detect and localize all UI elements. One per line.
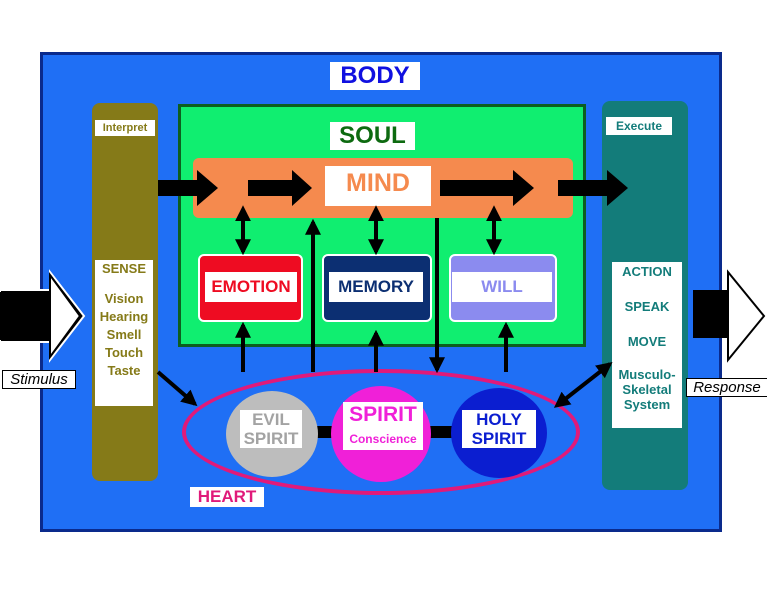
evil-spirit-line: SPIRIT [243, 429, 299, 448]
arrow-sense-mind [158, 170, 218, 206]
arrow-mind-execute [558, 170, 628, 206]
memory-label: MEMORY [329, 272, 423, 302]
emotion-label: EMOTION [205, 272, 297, 302]
holy-spirit-line: HOLY [476, 410, 522, 429]
response-label: Response [686, 378, 767, 397]
heart-label: HEART [190, 487, 264, 507]
action-title: ACTION [622, 264, 672, 279]
interpret-label: Interpret [95, 120, 155, 136]
action-item: System [623, 397, 671, 412]
heart-ellipse [182, 369, 580, 495]
sense-title: SENSE [101, 261, 147, 276]
spirit-label: SPIRIT Conscience [343, 402, 423, 450]
mind-label: MIND [325, 166, 431, 206]
sense-item: Touch [104, 345, 144, 360]
arrow-out-mind [440, 170, 534, 206]
action-item: SPEAK [624, 299, 670, 314]
response-arrow [693, 290, 731, 338]
sense-item: Hearing [99, 309, 149, 324]
spirit-title: SPIRIT [349, 403, 417, 426]
action-item: MOVE [627, 334, 667, 349]
stimulus-label: Stimulus [2, 370, 76, 389]
arrow-into-mind [248, 170, 312, 206]
evil-spirit-line: EVIL [252, 410, 290, 429]
sense-item: Taste [107, 363, 141, 378]
action-box: ACTION SPEAK MOVE Musculo- Skeletal Syst… [612, 262, 682, 428]
action-item: Skeletal [622, 382, 672, 397]
holy-spirit-line: SPIRIT [471, 429, 527, 448]
spirit-holy-link [428, 426, 456, 438]
arrow-heart-execute [553, 362, 613, 408]
sense-item: Smell [106, 327, 142, 342]
sense-box: SENSE Vision Hearing Smell Touch Taste [95, 260, 153, 406]
evil-spirit-label: EVIL SPIRIT [240, 410, 302, 448]
holy-spirit-label: HOLY SPIRIT [462, 410, 536, 448]
conscience-label: Conscience [349, 432, 417, 446]
execute-label: Execute [606, 117, 672, 135]
sense-item: Vision [104, 291, 144, 306]
body-title: BODY [330, 62, 420, 90]
action-item: Musculo- [618, 367, 676, 382]
evil-spirit-link [312, 426, 336, 438]
will-label: WILL [452, 272, 552, 302]
arrow-sense-heart [156, 370, 198, 407]
soul-title: SOUL [330, 122, 415, 150]
